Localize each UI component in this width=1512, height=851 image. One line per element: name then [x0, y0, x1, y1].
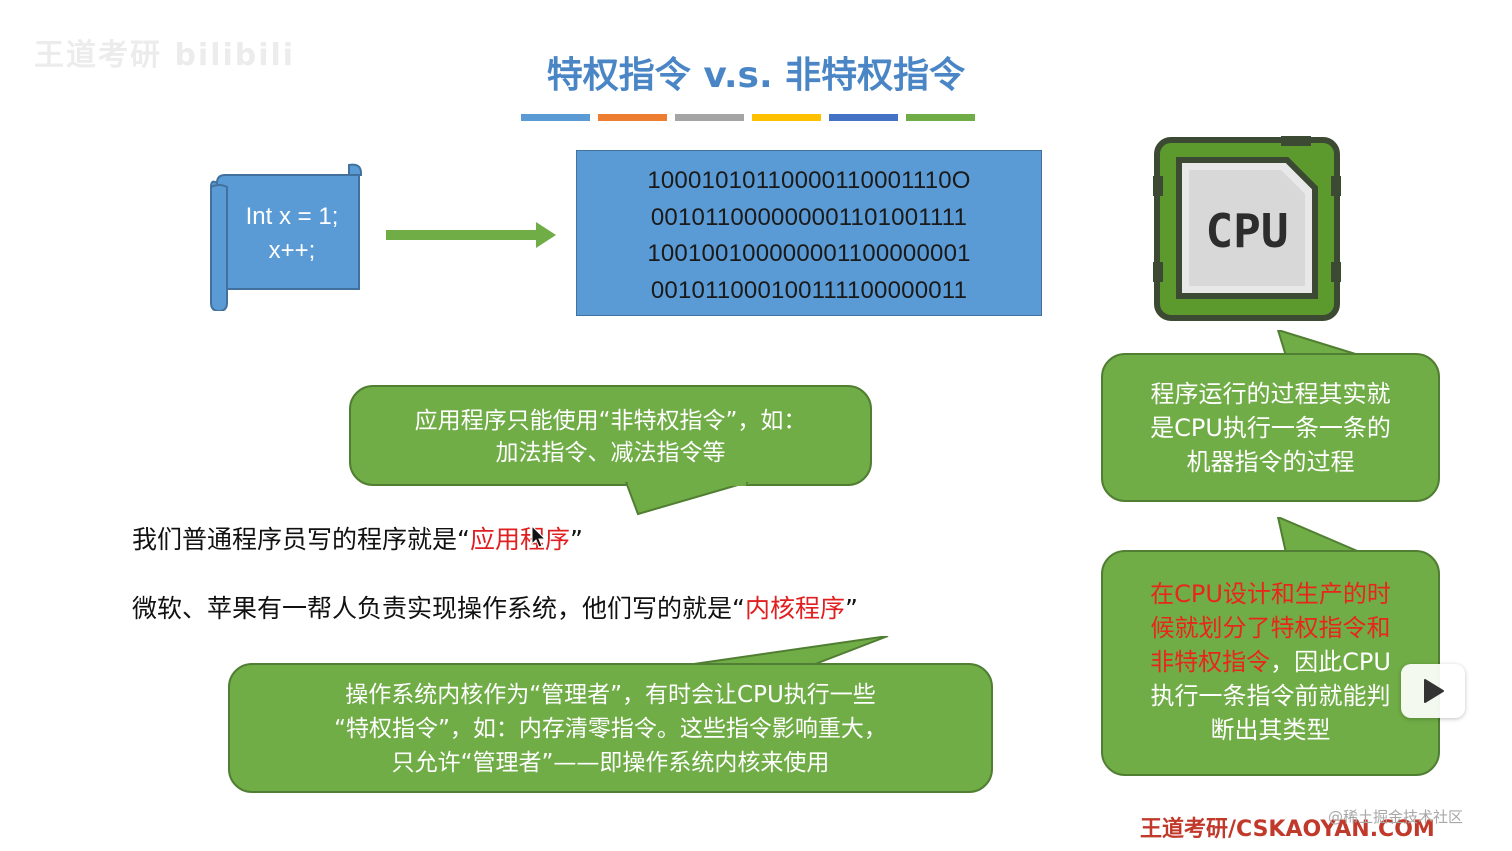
binary-line-3: 100100100000001100000001 [647, 240, 971, 267]
kernel-sentence-prefix: 微软、苹果有一帮人负责实现操作系统，他们写的就是“ [132, 594, 745, 623]
binary-line-2: 001011000000001101001111 [650, 203, 968, 231]
footer-brand: 王道考研/CSKAOYAN.COM [1140, 817, 1435, 842]
callout-cpu-design-line-4: 执行一条指令前就能判 [1150, 682, 1391, 710]
callout-cpu-design-line-5: 断出其类型 [1210, 716, 1331, 744]
mouse-cursor-icon [531, 525, 547, 548]
callout-cpu-run-line-2: 是CPU执行一条一条的 [1150, 414, 1391, 442]
title-bar-segment-6 [906, 114, 975, 121]
callout-cpu-run-line-3: 机器指令的过程 [1186, 448, 1355, 476]
bilibili-watermark: 王道考研 bilibili [34, 38, 296, 73]
callout-kernel-privileged: 操作系统内核作为“管理者”，有时会让CPU执行一些 “特权指令”，如：内存清零指… [228, 663, 993, 793]
callout-cpu-design-line-3-rest: ，因此CPU [1270, 648, 1391, 676]
callout-cpu-run-line-1: 程序运行的过程其实就 [1150, 380, 1391, 408]
binary-line-1: 10001010110000110001110O [647, 167, 971, 194]
slide-title: 特权指令 v.s. 非特权指令 [546, 55, 966, 96]
callout-app-line-1: 应用程序只能使用“非特权指令”，如： [414, 408, 807, 434]
machine-code-box: 10001010110000110001110O 001011000000001… [576, 150, 1042, 316]
callout-cpu-design-line-3: 非特权指令，因此CPU [1103, 645, 1438, 679]
app-sentence-prefix: 我们普通程序员写的程序就是“ [132, 525, 470, 554]
callout-app-tail [624, 482, 749, 516]
title-bar-segment-3 [675, 114, 744, 121]
callout-cpu-design-line-3-red: 非特权指令 [1150, 648, 1271, 676]
code-scroll-icon [210, 163, 362, 311]
title-bar-segment-2 [598, 114, 667, 121]
code-line-1: Int x = 1; [245, 203, 339, 230]
video-play-button[interactable] [1401, 664, 1465, 718]
title-bar-segment-4 [752, 114, 821, 121]
callout-cpu-design: 在CPU设计和生产的时 候就划分了特权指令和 非特权指令，因此CPU 执行一条指… [1101, 550, 1440, 776]
app-program-sentence: 我们普通程序员写的程序就是“应用程序” [132, 520, 583, 556]
code-line-2: x++; [268, 237, 316, 264]
code-snippet: Int x = 1; x++; [214, 200, 370, 268]
callout-cpu-execution: 程序运行的过程其实就 是CPU执行一条一条的 机器指令的过程 [1101, 353, 1440, 502]
callout-cpu-design-line-1: 在CPU设计和生产的时 [1150, 580, 1391, 608]
callout-cpu-design-line-2: 候就划分了特权指令和 [1150, 614, 1391, 642]
cpu-chip-icon: CPU [1153, 136, 1341, 321]
binary-line-4: 001011000100111100000011 [650, 276, 968, 304]
title-bar-segment-1 [521, 114, 590, 121]
title-bar-segment-5 [829, 114, 898, 121]
juejin-watermark: @稀土掘金技术社区 [1328, 808, 1464, 826]
play-icon [1424, 679, 1444, 703]
app-program-highlight: 应用程序 [469, 525, 570, 554]
callout-app-instructions: 应用程序只能使用“非特权指令”，如： 加法指令、减法指令等 [349, 385, 872, 486]
callout-kernel-line-1: 操作系统内核作为“管理者”，有时会让CPU执行一些 [345, 682, 876, 708]
callout-app-line-2: 加法指令、减法指令等 [495, 440, 726, 466]
app-sentence-suffix: ” [569, 525, 583, 554]
kernel-program-sentence: 微软、苹果有一帮人负责实现操作系统，他们写的就是“内核程序” [132, 589, 858, 625]
title-color-bar [521, 114, 975, 121]
kernel-program-highlight: 内核程序 [744, 594, 845, 623]
right-arrow-icon [386, 222, 556, 248]
callout-kernel-line-2: “特权指令”，如：内存清零指令。这些指令影响重大， [334, 716, 887, 742]
cpu-chip-label: CPU [1205, 204, 1288, 258]
kernel-sentence-suffix: ” [844, 594, 858, 623]
callout-kernel-line-3: 只允许“管理者”——即操作系统内核来使用 [391, 750, 830, 776]
